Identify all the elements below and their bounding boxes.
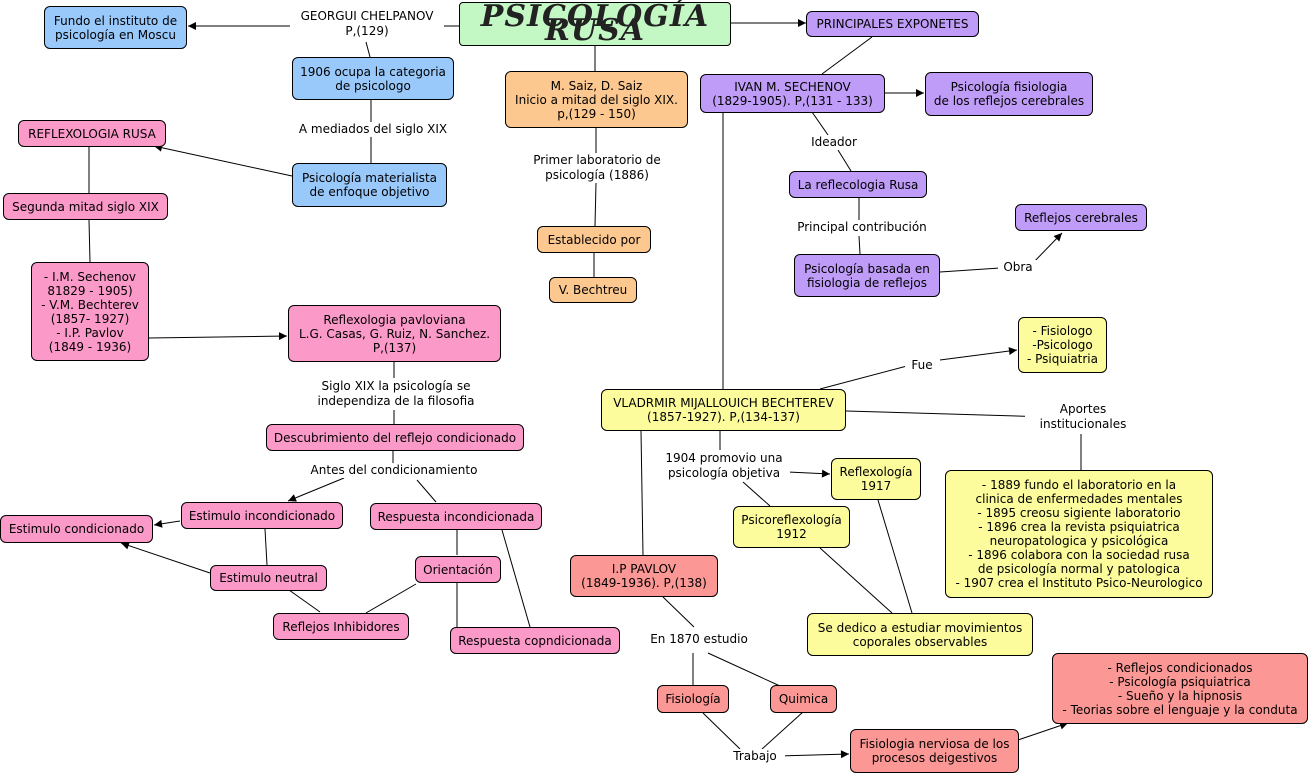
node-ocupa-categoria: 1906 ocupa la categoria de psicologo	[292, 57, 454, 100]
node-psicoreflexologia: Psicoreflexología 1912	[733, 506, 850, 548]
node-segunda-mitad: Segunda mitad siglo XIX	[3, 193, 168, 220]
node-fisiologia-reflejos: Psicología fisiologia de los reflejos ce…	[925, 72, 1093, 116]
node-reflexologia-rusa: REFLEXOLOGIA RUSA	[18, 120, 166, 147]
node-reflejos-inhibidores: Reflejos Inhibidores	[273, 613, 409, 640]
node-sechenov: IVAN M. SECHENOV (1829-1905). P,(131 - 1…	[700, 74, 885, 113]
label-chelpanov: GEORGUI CHELPANOV P,(129)	[290, 9, 444, 39]
label-principal-contribucion: Principal contribución	[790, 220, 934, 235]
label-siglo-xix: Siglo XIX la psicología se independiza d…	[308, 379, 484, 409]
node-respuesta-condicionada: Respuesta copndicionada	[450, 627, 620, 654]
node-fisiologia-nerviosa: Fisiologia nerviosa de los procesos deig…	[850, 729, 1019, 773]
label-mediados: A mediados del siglo XIX	[292, 122, 454, 137]
node-estimulo-incondicionado: Estimulo incondicionado	[181, 502, 343, 529]
node-bechtreu: V. Bechtreu	[549, 277, 637, 303]
node-pavlov-list: - Reflejos condicionados - Psicología ps…	[1052, 653, 1308, 724]
label-en-1870: En 1870 estudio	[645, 632, 753, 647]
node-respuesta-incondicionada: Respuesta incondicionada	[370, 503, 542, 530]
node-movimientos: Se dedico a estudiar movimientos coporal…	[807, 613, 1033, 656]
node-pavloviana: Reflexologia pavloviana L.G. Casas, G. R…	[288, 305, 501, 362]
node-fisiologo: - Fisiologo -Psicologo - Psiquiatria	[1018, 317, 1107, 373]
label-promovio: 1904 promovio una psicología objetiva	[658, 451, 790, 481]
label-ideador: Ideador	[804, 135, 864, 150]
node-reflecologia: La reflecologia Rusa	[789, 171, 927, 198]
node-establecido: Establecido por	[537, 226, 651, 253]
node-fundo-instituto: Fundo el instituto de psicología en Mosc…	[44, 6, 187, 49]
node-basada: Psicología basada en fisiologia de refle…	[794, 254, 940, 297]
node-reflejos-cerebrales: Reflejos cerebrales	[1015, 204, 1147, 231]
node-materialista: Psicología materialista de enfoque objet…	[292, 163, 447, 207]
label-antes: Antes del condicionamiento	[302, 463, 486, 478]
node-quimica: Quimica	[770, 685, 837, 713]
label-primer-lab: Primer laboratorio de psicología (1886)	[524, 153, 670, 183]
node-estimulo-condicionado: Estimulo condicionado	[0, 515, 153, 543]
node-orientacion: Orientación	[415, 556, 501, 583]
label-fue: Fue	[905, 358, 939, 373]
main-title: PSICOLOGÍA RUSA	[459, 2, 731, 46]
node-principales: PRINCIPALES EXPONETES	[806, 11, 979, 37]
node-pavlov: I.P PAVLOV (1849-1936). P,(138)	[570, 555, 718, 597]
node-bechterev: VLADRMIR MIJALLOUICH BECHTEREV (1857-192…	[601, 389, 846, 431]
node-reflexologia-1917: Reflexología 1917	[831, 458, 921, 500]
node-fisiologia: Fisiología	[657, 685, 729, 713]
node-saiz: M. Saiz, D. Saiz Inicio a mitad del sigl…	[505, 71, 688, 128]
node-descubrimiento: Descubrimiento del reflejo condicionado	[266, 424, 524, 451]
node-estimulo-neutral: Estimulo neutral	[210, 565, 327, 591]
node-aportes-list: - 1889 fundo el laboratorio en la clinic…	[945, 470, 1213, 598]
label-obra: Obra	[998, 260, 1038, 275]
node-autores: - I.M. Sechenov 81829 - 1905) - V.M. Bec…	[31, 262, 149, 361]
label-aportes: Aportes institucionales	[1025, 402, 1141, 432]
label-trabajo: Trabajo	[725, 749, 785, 764]
